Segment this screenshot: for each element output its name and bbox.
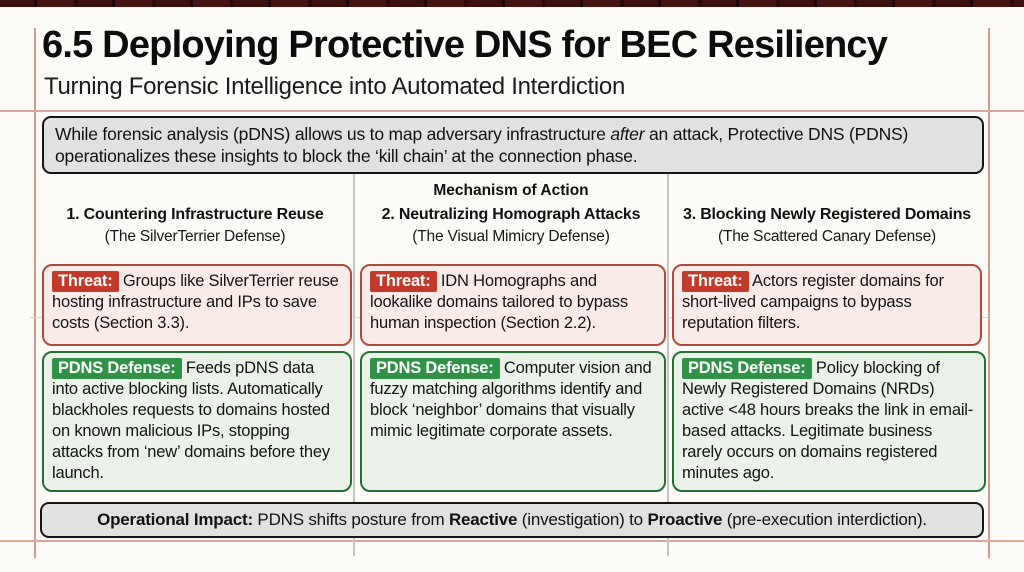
threat-label-chip: Threat:	[682, 271, 749, 292]
column-2-defense-box: PDNS Defense: Computer vision and fuzzy …	[360, 351, 666, 492]
column-3-subtitle: (The Scattered Canary Defense)	[718, 228, 936, 245]
column-3-threat-box: Threat: Actors register domains for shor…	[672, 264, 982, 346]
guide-line-lower	[0, 540, 1024, 542]
threat-text: Actors register domains for short-lived …	[682, 272, 944, 332]
column-2-title: 2. Neutralizing Homograph Attacks	[381, 206, 641, 223]
defense-label-chip: PDNS Defense:	[370, 358, 500, 379]
impact-proactive: Proactive	[647, 510, 723, 529]
page-subtitle: Turning Forensic Intelligence into Autom…	[44, 73, 626, 100]
page-title: 6.5 Deploying Protective DNS for BEC Res…	[42, 24, 888, 66]
intro-text-start: While forensic analysis (pDNS) allows us…	[55, 124, 611, 144]
top-progress-bar	[0, 0, 1024, 7]
intro-text-end: an attack, Protective DNS (PDNS) operati…	[55, 124, 909, 166]
column-divider-2	[667, 172, 669, 556]
impact-text-1: PDNS shifts posture from	[252, 510, 449, 529]
mechanism-of-action-header: Mechanism of Action	[433, 182, 589, 199]
column-2-threat-box: Threat: IDN Homographs and lookalike dom…	[360, 264, 666, 346]
impact-text-3: (pre-execution interdiction).	[722, 510, 927, 529]
threat-text: Groups like SilverTerrier reuse hosting …	[52, 272, 339, 332]
column-1-subtitle: (The SilverTerrier Defense)	[104, 228, 286, 245]
column-divider-1	[353, 172, 355, 556]
column-2-subtitle: (The Visual Mimicry Defense)	[412, 228, 610, 245]
defense-label-chip: PDNS Defense:	[682, 358, 812, 379]
operational-impact-bar: Operational Impact: PDNS shifts posture …	[40, 502, 984, 538]
intro-panel: While forensic analysis (pDNS) allows us…	[42, 116, 984, 174]
column-3-title: 3. Blocking Newly Registered Domains	[683, 206, 971, 223]
impact-text-2: (investigation) to	[517, 510, 648, 529]
column-1-defense-box: PDNS Defense: Feeds pDNS data into activ…	[42, 351, 352, 492]
threat-text: IDN Homographs and lookalike domains tai…	[370, 272, 628, 332]
intro-text-italic: after	[610, 124, 645, 144]
column-3-defense-box: PDNS Defense: Policy blocking of Newly R…	[672, 351, 986, 492]
defense-text: Feeds pDNS data into active blocking lis…	[52, 359, 330, 482]
guide-line-left	[34, 28, 36, 558]
defense-label-chip: PDNS Defense:	[52, 358, 182, 379]
column-1-title: 1. Countering Infrastructure Reuse	[66, 206, 324, 223]
guide-line-right	[988, 28, 990, 558]
defense-text: Policy blocking of Newly Registered Doma…	[682, 359, 974, 482]
defense-text: Computer vision and fuzzy matching algor…	[370, 359, 652, 440]
guide-line-upper	[0, 110, 1024, 112]
impact-reactive: Reactive	[448, 510, 518, 529]
column-1-threat-box: Threat: Groups like SilverTerrier reuse …	[42, 264, 352, 346]
threat-label-chip: Threat:	[52, 271, 119, 292]
threat-label-chip: Threat:	[370, 271, 437, 292]
impact-label: Operational Impact:	[97, 510, 253, 529]
